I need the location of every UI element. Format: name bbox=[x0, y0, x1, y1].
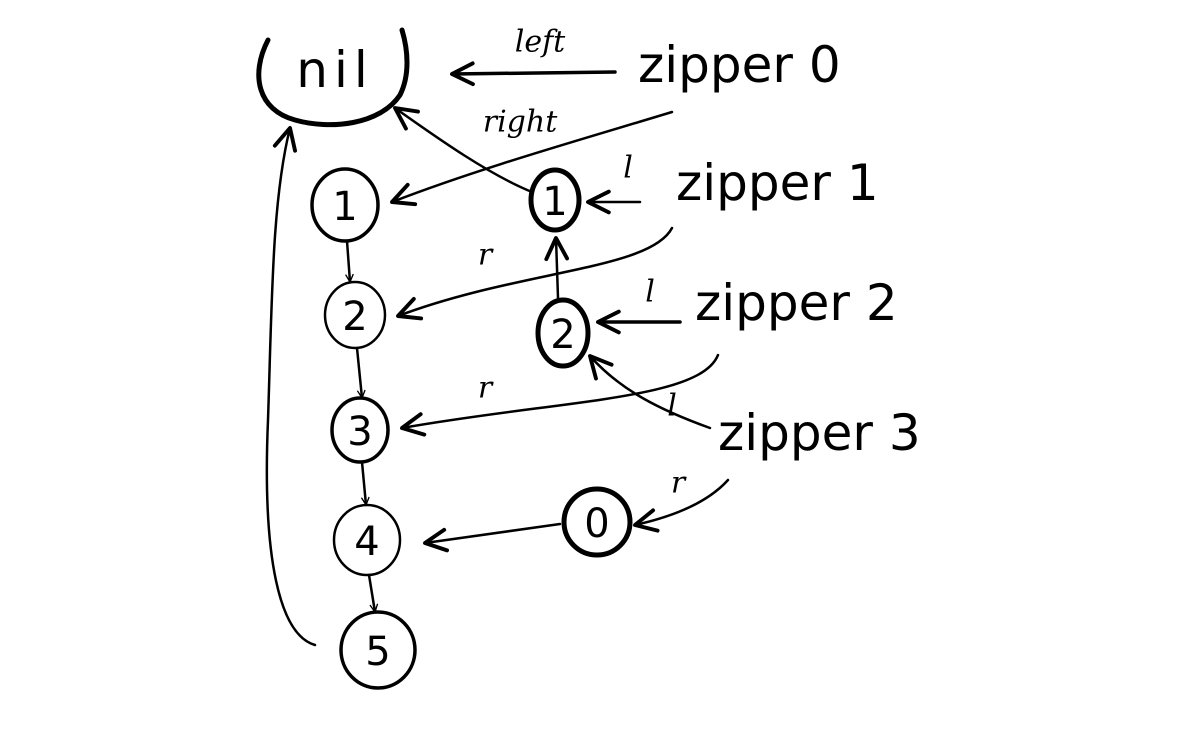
list-node-5: 5 bbox=[339, 610, 417, 690]
arrow-3-to-4 bbox=[360, 460, 370, 507]
zipper0-label: zipper 0 bbox=[638, 36, 841, 94]
list-node-1-label: 1 bbox=[332, 184, 357, 230]
list-node-3-label: 3 bbox=[347, 409, 372, 455]
zipper2-label: zipper 2 bbox=[695, 274, 898, 332]
zipper3-r-label: r bbox=[671, 466, 687, 501]
zipper0-right-arrow bbox=[390, 110, 674, 207]
zipper1-r-label: r bbox=[478, 238, 494, 273]
arrow-stack1-to-nil bbox=[393, 106, 534, 194]
stack-node-2-circle bbox=[535, 297, 591, 369]
zipper0-right-label: right bbox=[483, 105, 558, 140]
stack-node-1-circle bbox=[528, 167, 582, 233]
stack-node-0: 0 bbox=[561, 486, 633, 558]
stack-node-2: 2 bbox=[535, 297, 591, 369]
zipper2-r-arrow bbox=[400, 353, 720, 437]
stack-node-1-label: 1 bbox=[542, 179, 567, 225]
arrow-4-to-5 bbox=[367, 573, 379, 614]
zipper0-left-arrow bbox=[450, 61, 617, 87]
zipper3-label: zipper 3 bbox=[718, 404, 921, 462]
list-node-3: 3 bbox=[330, 396, 390, 464]
list-node-4: 4 bbox=[332, 503, 402, 577]
nil-label: nil bbox=[296, 41, 373, 99]
arrow-stack2-to-stack1 bbox=[544, 236, 570, 300]
stack-node-1: 1 bbox=[528, 167, 582, 233]
zipper1-l-label: l bbox=[623, 151, 633, 186]
arrow-2-to-3 bbox=[355, 346, 366, 400]
zipper2-r-label: r bbox=[478, 371, 494, 406]
list-node-2: 2 bbox=[323, 280, 387, 350]
zipper0-left-label: left bbox=[515, 25, 566, 60]
nil-node: nil bbox=[256, 27, 410, 128]
zipper3-r-arrow bbox=[633, 478, 730, 533]
stack-node-2-label: 2 bbox=[550, 312, 575, 358]
list-node-2-label: 2 bbox=[342, 294, 367, 340]
stack-node-0-label: 0 bbox=[584, 501, 609, 547]
arrow-stack0-to-4 bbox=[423, 522, 562, 553]
zipper3-l-arrow bbox=[588, 354, 712, 430]
list-node-5-label: 5 bbox=[365, 629, 390, 675]
list-node-1-circle bbox=[310, 167, 380, 243]
list-node-2-circle bbox=[323, 280, 387, 350]
nil-bowl bbox=[256, 27, 410, 128]
zipper1-r-arrow bbox=[396, 226, 674, 321]
zipper2-l-label: l bbox=[645, 275, 655, 310]
zipper3-l-label: l bbox=[667, 389, 677, 424]
stack-node-0-circle bbox=[561, 486, 633, 558]
list-node-4-label: 4 bbox=[354, 519, 379, 565]
zipper1-label: zipper 1 bbox=[676, 154, 879, 212]
arrow-5-to-nil bbox=[265, 126, 317, 647]
arrow-1-to-2 bbox=[345, 239, 354, 284]
list-node-1: 1 bbox=[310, 167, 380, 243]
